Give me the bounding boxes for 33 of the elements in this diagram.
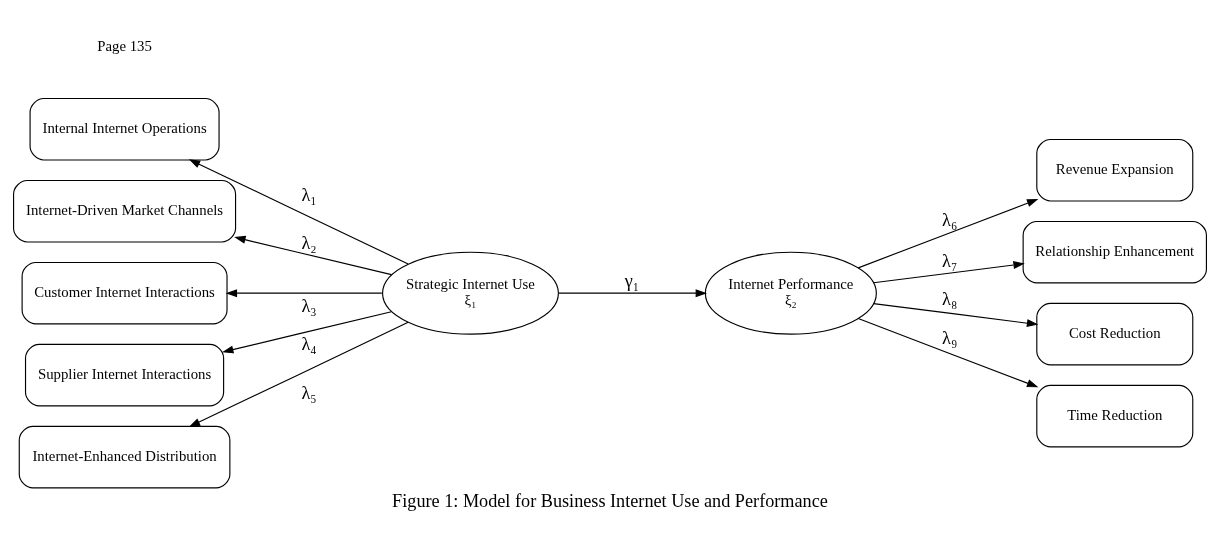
arrow: [225, 289, 383, 298]
arrow: [188, 159, 409, 265]
node-ellipse: Internet Performance ξ₂: [704, 251, 877, 335]
node-box: Supplier Internet Interactions: [24, 343, 225, 407]
arrow: [873, 303, 1039, 328]
caption: Figure 1: Model for Business Internet Use and Performance: [392, 490, 828, 511]
arrow: [222, 311, 392, 354]
node-ellipse: Strategic Internet Use ξ₁: [382, 251, 559, 335]
edge-label: λ₃: [301, 296, 317, 317]
edge-label: λ₂: [301, 232, 317, 253]
arrow: [857, 199, 1039, 269]
edge-label: λ₇: [942, 250, 958, 271]
edge-label: λ₅: [301, 382, 317, 403]
label: Page 135: [97, 38, 152, 55]
node-box: Internet-Enhanced Distribution: [18, 425, 231, 489]
node-box: Internal Internet Operations: [29, 97, 220, 161]
edge-label: λ₄: [301, 333, 317, 354]
node-box: Time Reduction: [1036, 384, 1194, 448]
edge-label: λ₉: [942, 328, 958, 349]
arrow: [188, 321, 409, 427]
edge-label: γ₁: [624, 271, 640, 292]
node-box: Cost Reduction: [1036, 302, 1194, 366]
arrow: [873, 261, 1025, 284]
edge-label: λ₁: [301, 184, 317, 205]
node-box: Revenue Expansion: [1036, 138, 1194, 202]
arrow: [857, 317, 1039, 388]
node-box: Relationship Enhancement: [1022, 220, 1207, 284]
arrow: [234, 235, 392, 276]
edge-label: λ₈: [942, 289, 958, 310]
edge-label: λ₆: [942, 209, 958, 230]
node-box: Customer Internet Interactions: [21, 261, 228, 325]
node-box: Internet-Driven Market Channels: [13, 179, 237, 243]
arrow: [558, 289, 708, 298]
